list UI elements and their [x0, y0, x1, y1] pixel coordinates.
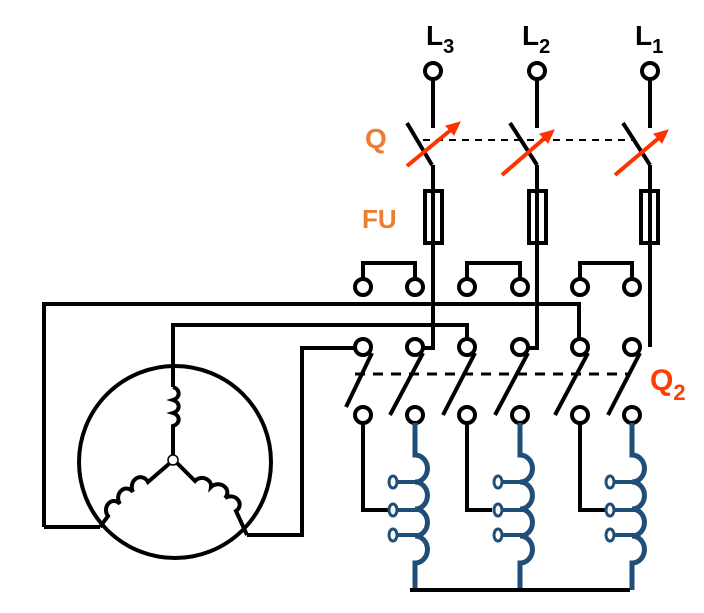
tap-terminal [492, 502, 504, 518]
motor-star-point [167, 454, 179, 466]
motor-winding-2 [98, 461, 172, 529]
autotransformer [361, 423, 647, 592]
terminal-l1 [640, 61, 660, 81]
switch-label: Q2 [650, 364, 686, 405]
autotransformer-winding [629, 423, 647, 590]
autotransformer-winding [517, 423, 535, 590]
terminal-l2 [527, 61, 547, 81]
fuse-label: FU [362, 204, 397, 234]
phase-label-l2: L2 [522, 20, 550, 58]
motor-lead-3 [247, 346, 355, 537]
tap-terminal [387, 527, 399, 543]
tap-terminal [604, 527, 616, 543]
breaker-label: Q [365, 123, 387, 154]
autotransformer-winding [412, 423, 430, 590]
tap-terminal [387, 502, 399, 518]
tap-terminal [604, 474, 616, 490]
trip-arrows [405, 121, 669, 177]
motor-winding-3 [175, 461, 249, 536]
changeover-switch [344, 261, 642, 425]
tap-terminal [492, 474, 504, 490]
phase-label-l3: L3 [426, 20, 454, 58]
motor [77, 364, 273, 560]
motor-lead-1 [42, 302, 581, 527]
tap-terminal [492, 527, 504, 543]
tap-terminal [387, 474, 399, 490]
tap-terminal [604, 502, 616, 518]
supply-phases [405, 61, 669, 350]
motor-lead-2 [171, 323, 469, 387]
terminal-l3 [423, 61, 443, 81]
motor-winding-1 [166, 385, 181, 455]
motor-housing [77, 364, 273, 560]
phase-label-l1: L1 [635, 20, 663, 58]
